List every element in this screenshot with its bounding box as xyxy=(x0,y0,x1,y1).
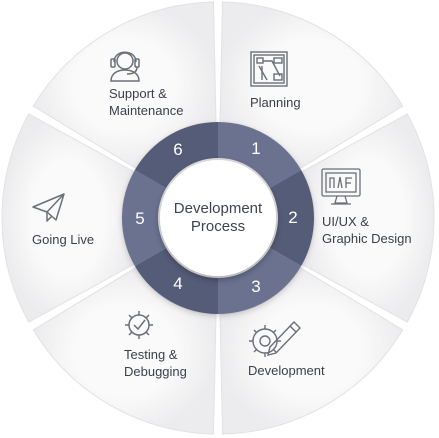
center-title-line1: Development xyxy=(174,200,263,217)
step-label-going-live: Going Live xyxy=(32,231,94,248)
outer-segment xyxy=(32,267,217,435)
step-numbers: 1 2 3 4 5 6 xyxy=(135,139,297,296)
paper-plane-icon xyxy=(32,193,65,222)
outer-segment xyxy=(219,267,404,435)
center-circle xyxy=(160,160,276,276)
center-title-line2: Process xyxy=(191,218,245,235)
step-label-line: Debugging xyxy=(124,364,187,379)
step-number-2: 2 xyxy=(288,208,297,227)
ring-segment xyxy=(218,122,302,188)
outer-segment xyxy=(32,1,217,169)
step-number-5: 5 xyxy=(135,209,144,228)
monitor-design-icon xyxy=(321,168,361,205)
step-label-line: Maintenance xyxy=(109,103,184,118)
step-label-line: Testing & xyxy=(124,347,178,362)
gear-pencil-icon xyxy=(249,320,301,357)
step-label-development: Development xyxy=(248,362,325,379)
step-label-ui-ux: UI/UX & Graphic Design xyxy=(322,213,412,247)
step-number-6: 6 xyxy=(173,140,182,159)
process-ring xyxy=(122,122,314,314)
outer-segments xyxy=(1,1,435,435)
step-label-line: Going Live xyxy=(32,232,95,247)
step-label-testing: Testing & Debugging xyxy=(124,346,187,380)
step-label-line: Planning xyxy=(250,95,301,110)
headset-support-icon xyxy=(110,51,140,82)
ring-segment xyxy=(218,248,302,314)
ring-segment xyxy=(134,122,218,188)
ring-segment xyxy=(122,170,167,266)
center-hub: Development Process xyxy=(160,160,276,276)
step-number-3: 3 xyxy=(251,277,260,296)
step-number-1: 1 xyxy=(251,139,260,158)
planning-board-icon xyxy=(250,51,288,87)
gear-check-icon xyxy=(125,311,153,339)
step-label-line: Graphic Design xyxy=(322,231,412,246)
step-label-planning: Planning xyxy=(250,94,301,111)
step-label-support: Support & Maintenance xyxy=(109,85,183,119)
step-number-4: 4 xyxy=(173,274,182,293)
step-label-line: Development xyxy=(248,363,325,378)
ring-segment xyxy=(269,170,314,266)
ring-segment xyxy=(134,248,218,314)
step-label-line: UI/UX & xyxy=(322,214,369,229)
step-label-line: Support & xyxy=(109,86,167,101)
outer-segment xyxy=(219,1,404,169)
